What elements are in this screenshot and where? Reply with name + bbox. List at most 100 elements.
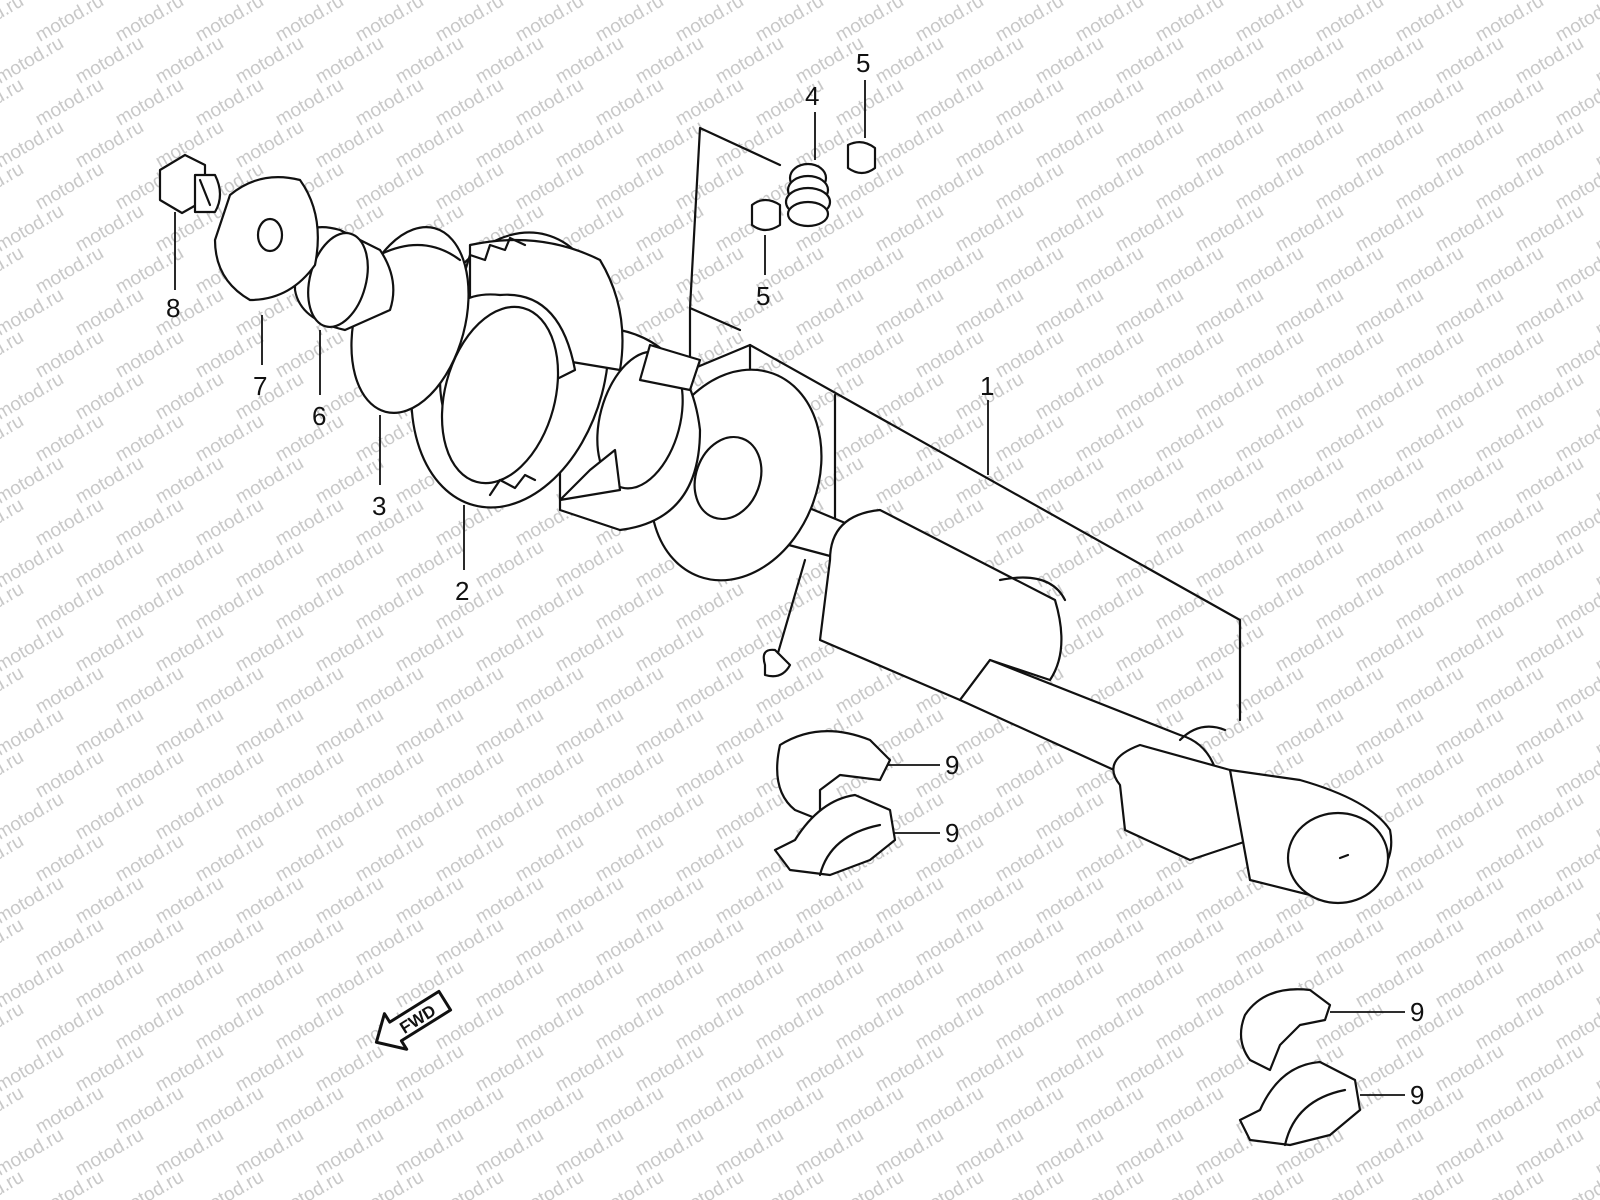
watermark-text: motod.ru	[1392, 915, 1467, 971]
watermark-text: motod.ru	[432, 75, 507, 131]
watermark-text: motod.ru	[1112, 285, 1187, 341]
watermark-text: motod.ru	[392, 873, 467, 929]
watermark-text: motod.ru	[432, 663, 507, 719]
watermark-text: motod.ru	[512, 999, 587, 1055]
watermark-text: motod.ru	[312, 1125, 387, 1181]
watermark-text: motod.ru	[1312, 579, 1387, 635]
watermark-text: motod.ru	[1272, 621, 1347, 677]
watermark-text: motod.ru	[112, 747, 187, 803]
leader-lines	[174, 80, 1405, 1096]
watermark-text: motod.ru	[1152, 1083, 1227, 1139]
callout-part-6: 6	[312, 401, 326, 431]
watermark-text: motod.ru	[992, 831, 1067, 887]
watermark-text: motod.ru	[32, 915, 107, 971]
watermark-text: motod.ru	[392, 705, 467, 761]
watermark-text: motod.ru	[472, 957, 547, 1013]
watermark-text: motod.ru	[432, 1083, 507, 1139]
callout-part-3: 3	[372, 491, 386, 521]
watermark-text: motod.ru	[72, 873, 147, 929]
watermark-text: motod.ru	[232, 369, 307, 425]
watermark-text: motod.ru	[392, 117, 467, 173]
watermark-text: motod.ru	[432, 831, 507, 887]
watermark-text: motod.ru	[672, 159, 747, 215]
watermark-text: motod.ru	[712, 33, 787, 89]
watermark-text: motod.ru	[1272, 33, 1347, 89]
watermark-text: motod.ru	[1512, 873, 1587, 929]
callout-part-5-lower: 5	[756, 281, 770, 311]
watermark-text: motod.ru	[592, 1167, 667, 1200]
watermark-text: motod.ru	[1552, 1167, 1600, 1200]
watermark-text: motod.ru	[352, 747, 427, 803]
watermark-text: motod.ru	[1352, 33, 1427, 89]
watermark-text: motod.ru	[1032, 1125, 1107, 1181]
watermark-text: motod.ru	[632, 33, 707, 89]
watermark-text: motod.ru	[1272, 201, 1347, 257]
watermark-text: motod.ru	[152, 957, 227, 1013]
watermark-text: motod.ru	[272, 579, 347, 635]
watermark-text: motod.ru	[1592, 33, 1600, 89]
watermark-text: motod.ru	[1472, 495, 1547, 551]
watermark-text: motod.ru	[1232, 243, 1307, 299]
watermark-text: motod.ru	[912, 327, 987, 383]
watermark-text: motod.ru	[1152, 75, 1227, 131]
watermark-text: motod.ru	[1512, 33, 1587, 89]
callout-part-7: 7	[253, 371, 267, 401]
watermark-text: motod.ru	[512, 831, 587, 887]
bearing-shells-lower	[1238, 988, 1362, 1147]
watermark-text: motod.ru	[0, 75, 27, 131]
watermark-text: motod.ru	[112, 75, 187, 131]
watermark-text: motod.ru	[0, 411, 27, 467]
watermark-text: motod.ru	[432, 159, 507, 215]
watermark-text: motod.ru	[1112, 117, 1187, 173]
watermark-text: motod.ru	[792, 873, 867, 929]
watermark-text: motod.ru	[1432, 789, 1507, 845]
watermark-text: motod.ru	[1152, 243, 1227, 299]
watermark-text: motod.ru	[1512, 453, 1587, 509]
watermark-text: motod.ru	[1312, 495, 1387, 551]
watermark-text: motod.ru	[1472, 1167, 1547, 1200]
watermark-text: motod.ru	[1472, 243, 1547, 299]
watermark-text: motod.ru	[1032, 873, 1107, 929]
watermark-text: motod.ru	[1512, 537, 1587, 593]
watermark-text: motod.ru	[72, 33, 147, 89]
watermark-text: motod.ru	[192, 579, 267, 635]
watermark-text: motod.ru	[112, 915, 187, 971]
watermark-text: motod.ru	[1152, 327, 1227, 383]
watermark-text: motod.ru	[1232, 1167, 1307, 1200]
watermark-text: motod.ru	[1032, 285, 1107, 341]
watermark-text: motod.ru	[752, 1083, 827, 1139]
watermark-text: motod.ru	[592, 999, 667, 1055]
watermark-text: motod.ru	[32, 999, 107, 1055]
watermark-text: motod.ru	[352, 579, 427, 635]
watermark-text: motod.ru	[112, 999, 187, 1055]
watermark-text: motod.ru	[912, 915, 987, 971]
watermark-text: motod.ru	[592, 579, 667, 635]
watermark-text: motod.ru	[1072, 243, 1147, 299]
watermark-text: motod.ru	[232, 705, 307, 761]
watermark-text: motod.ru	[152, 537, 227, 593]
watermark-text: motod.ru	[1032, 537, 1107, 593]
watermark-text: motod.ru	[312, 117, 387, 173]
watermark-text: motod.ru	[912, 75, 987, 131]
watermark-text: motod.ru	[1232, 159, 1307, 215]
watermark-text: motod.ru	[1592, 1125, 1600, 1181]
watermark-text: motod.ru	[1352, 537, 1427, 593]
watermark-text: motod.ru	[112, 1167, 187, 1200]
callout-part-1: 1	[980, 371, 994, 401]
watermark-text: motod.ru	[272, 1083, 347, 1139]
watermark-text: motod.ru	[232, 957, 307, 1013]
watermark-text: motod.ru	[872, 1125, 947, 1181]
watermark-text: motod.ru	[112, 327, 187, 383]
watermark-text: motod.ru	[832, 327, 907, 383]
watermark-text: motod.ru	[792, 1125, 867, 1181]
watermark-text: motod.ru	[112, 663, 187, 719]
watermark-text: motod.ru	[992, 411, 1067, 467]
watermark-text: motod.ru	[0, 0, 27, 46]
watermark-text: motod.ru	[552, 117, 627, 173]
watermark-text: motod.ru	[72, 537, 147, 593]
watermark-text: motod.ru	[1032, 117, 1107, 173]
watermark-text: motod.ru	[552, 33, 627, 89]
watermark-text: motod.ru	[1112, 369, 1187, 425]
watermark-text: motod.ru	[592, 747, 667, 803]
watermark-text: motod.ru	[272, 831, 347, 887]
